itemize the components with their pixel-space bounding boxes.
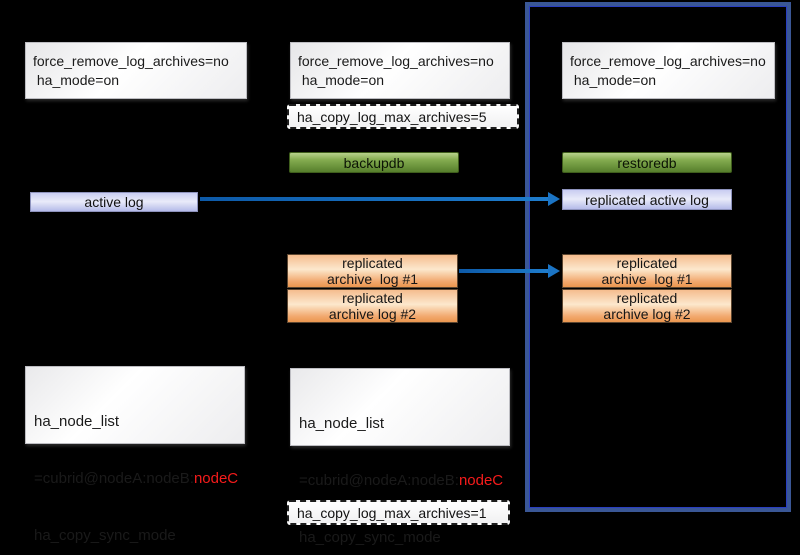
config-box-right: force_remove_log_archives=no ha_mode=on xyxy=(562,42,775,99)
arrow-active-log-line xyxy=(200,197,548,201)
ha-node-list-box-middle: ha_node_list =cubrid@nodeA:nodeB:nodeC h… xyxy=(290,368,510,546)
config-line: ha_mode=on xyxy=(33,72,120,88)
max-archives-5-box: ha_copy_log_max_archives=5 xyxy=(287,104,519,129)
ha-line: ha_node_list xyxy=(299,415,385,432)
ha-line: ha_node_list xyxy=(34,413,120,430)
ha-line: ha_copy_sync_mode xyxy=(34,527,176,544)
active-log-box: active log xyxy=(30,192,198,212)
config-box-middle: force_remove_log_archives=no ha_mode=on xyxy=(290,42,510,99)
ha-line: =cubrid@nodeA:nodeB:nodeC xyxy=(299,472,504,489)
config-line: force_remove_log_archives=no xyxy=(33,53,229,69)
ha-line: ha_copy_sync_mode xyxy=(299,529,441,546)
arrow-archive-log-line xyxy=(459,269,548,273)
config-line: force_remove_log_archives=no xyxy=(570,53,766,69)
max-archives-1-box: ha_copy_log_max_archives=1 xyxy=(287,500,510,525)
replicated-active-log-box: replicated active log xyxy=(562,189,732,210)
replicated-archive-log-2-right: replicated archive log #2 xyxy=(562,289,732,323)
restoredb-button: restoredb xyxy=(562,152,732,173)
highlighted-nodec: nodeC xyxy=(193,470,239,487)
config-line: ha_mode=on xyxy=(570,72,657,88)
replicated-archive-log-1-middle: replicated archive log #1 xyxy=(287,254,458,288)
replicated-archive-log-1-right: replicated archive log #1 xyxy=(562,254,732,288)
highlighted-nodec: nodeC xyxy=(458,472,504,489)
ha-line: =cubrid@nodeA:nodeB:nodeC xyxy=(34,470,239,487)
config-line: force_remove_log_archives=no xyxy=(298,53,494,69)
ha-node-list-box-left: ha_node_list =cubrid@nodeA:nodeB:nodeC h… xyxy=(25,366,245,544)
config-box-left: force_remove_log_archives=no ha_mode=on xyxy=(25,42,247,99)
replicated-archive-log-2-middle: replicated archive log #2 xyxy=(287,289,458,323)
config-line: ha_mode=on xyxy=(298,72,385,88)
arrow-active-log-head xyxy=(548,192,560,206)
arrow-archive-log-head xyxy=(548,264,560,278)
slave-node-frame xyxy=(525,2,791,512)
backupdb-button: backupdb xyxy=(289,152,459,173)
